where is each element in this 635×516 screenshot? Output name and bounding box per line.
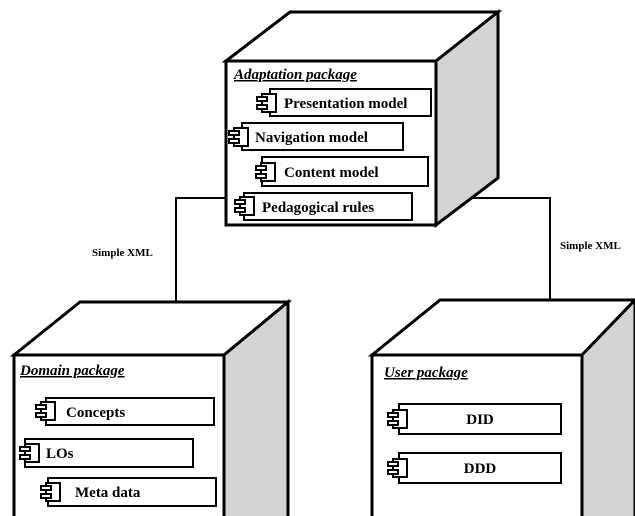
adaptation-package-node: Adaptation package Presentation model Na…	[221, 8, 503, 229]
component-icon	[35, 401, 56, 421]
component-ddd: DDD	[387, 452, 562, 484]
component-box	[241, 122, 404, 151]
connector-adaptation-user	[463, 197, 551, 305]
component-box	[398, 403, 562, 435]
component-navigation-model: Navigation model	[228, 122, 404, 151]
component-pedagogical-rules: Pedagogical rules	[234, 192, 413, 221]
component-icon	[387, 409, 408, 429]
component-label: Meta data	[75, 485, 141, 501]
component-box	[261, 156, 429, 187]
user-package-title: User package	[384, 365, 468, 381]
component-icon	[228, 127, 249, 147]
component-concepts: Concepts	[35, 397, 215, 426]
component-icon	[387, 458, 408, 478]
connector-label-left: Simple XML	[92, 247, 153, 259]
component-label: LOs	[46, 446, 74, 462]
component-label: Pedagogical rules	[262, 200, 374, 216]
component-icon	[40, 482, 61, 502]
component-did: DID	[387, 403, 562, 435]
component-meta-data: Meta data	[40, 477, 217, 507]
domain-package-node: Domain package Concepts LOs	[9, 298, 293, 516]
connector-adaptation-domain	[175, 197, 226, 305]
adaptation-package-title: Adaptation package	[233, 67, 357, 83]
user-node-front-face	[370, 353, 584, 516]
component-box	[47, 477, 217, 507]
component-label: DDD	[464, 461, 497, 477]
component-icon	[19, 443, 40, 463]
component-label: DID	[466, 412, 494, 428]
connector-label-right: Simple XML	[560, 240, 621, 252]
component-icon	[234, 196, 255, 216]
component-box	[24, 438, 194, 468]
component-label: Navigation model	[255, 130, 368, 146]
component-presentation-model: Presentation model	[256, 88, 432, 117]
component-content-model: Content model	[255, 156, 429, 187]
component-icon	[256, 93, 277, 113]
component-los: LOs	[19, 438, 194, 468]
user-package-node: User package DID DDD	[367, 297, 635, 516]
component-label: Presentation model	[284, 96, 407, 112]
component-box	[45, 397, 215, 426]
component-icon	[255, 162, 276, 182]
domain-package-title: Domain package	[19, 363, 125, 379]
component-label: Content model	[284, 165, 379, 181]
component-label: Concepts	[66, 405, 125, 421]
